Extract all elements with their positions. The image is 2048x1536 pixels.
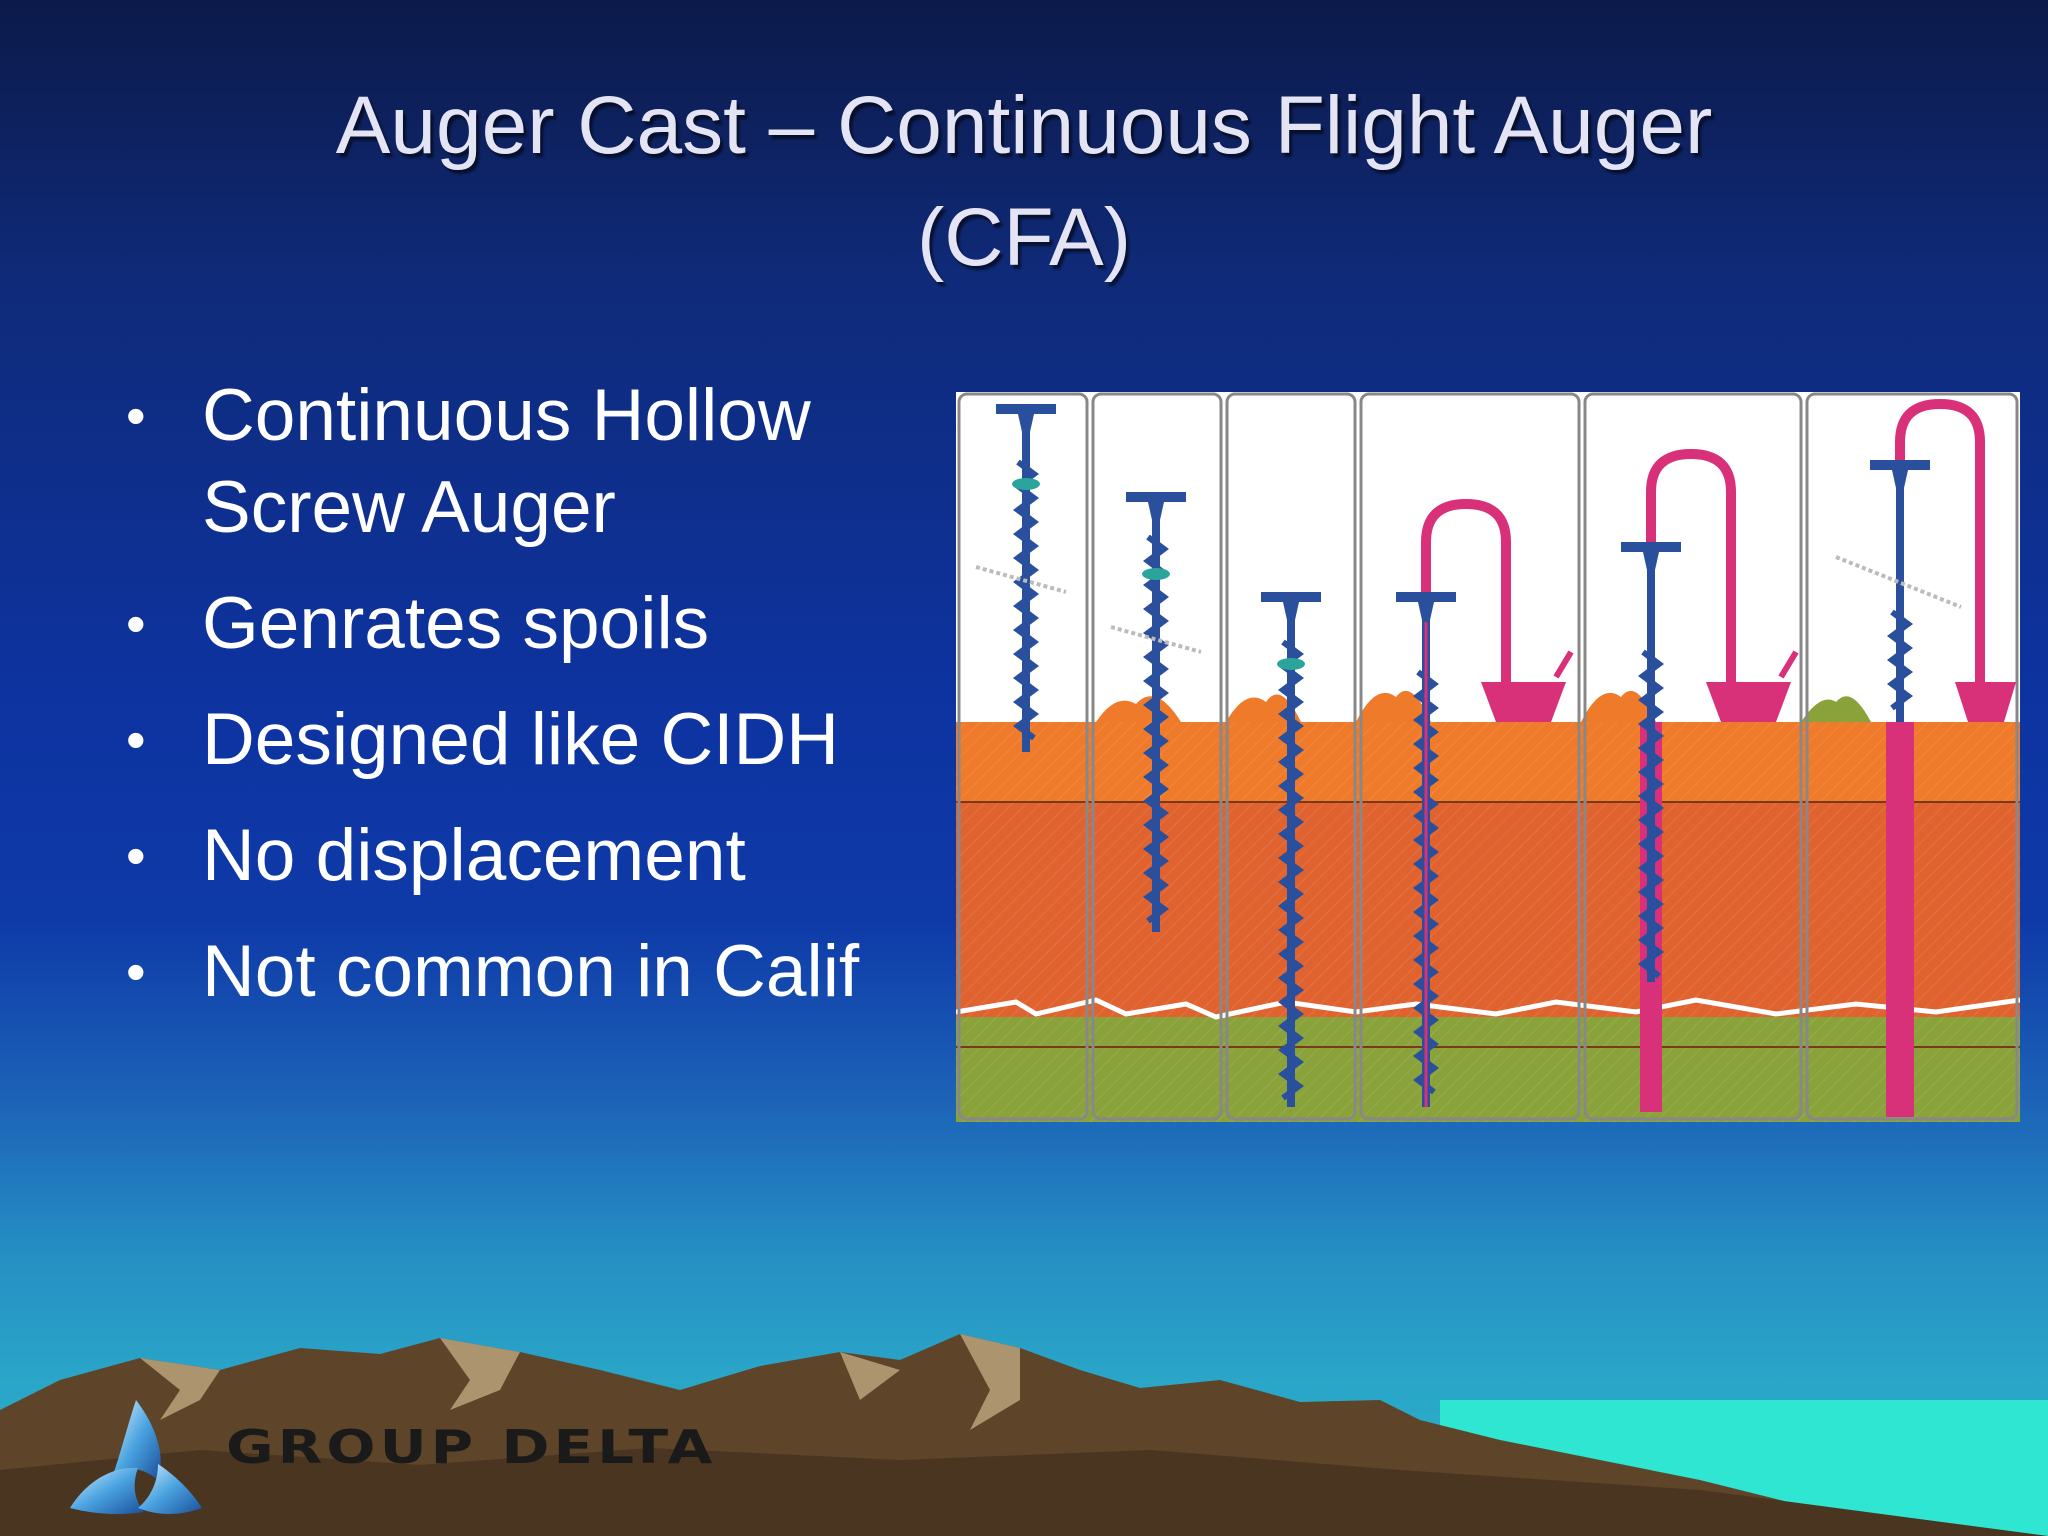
auger-stage-2 (1110, 492, 1202, 932)
bullet-text: Not common in Calif (202, 931, 860, 1012)
landscape-footer (0, 1334, 2048, 1536)
bullet-list: • Continuous Hollow Screw Auger • Genrat… (118, 370, 938, 1042)
slide-title: Auger Cast – Continuous Flight Auger (CF… (0, 70, 2048, 294)
stage-panel-3 (1225, 392, 1357, 1121)
bullet-item: • Continuous Hollow Screw Auger (118, 370, 938, 554)
bullet-dot: • (126, 708, 146, 771)
bullet-item: • Genrates spoils (118, 578, 938, 670)
stage-panel-2 (1091, 392, 1223, 1121)
bullet-text: Genrates spoils (202, 583, 710, 664)
bullet-item: • No displacement (118, 810, 938, 902)
spoil-mound (1581, 690, 1656, 722)
stage-panel-5 (1583, 392, 1803, 1121)
bullet-text: No displacement (202, 815, 746, 896)
auger-stage-5 (1621, 448, 1799, 1112)
cfa-sequence-diagram (956, 392, 2020, 1122)
bullet-dot: • (126, 824, 146, 887)
spoil-mound (1801, 696, 1871, 722)
title-line-2: (CFA) (916, 192, 1132, 283)
bullet-item: • Not common in Calif (118, 926, 938, 1018)
auger-stage-1 (975, 404, 1067, 752)
bullet-text: Designed like CIDH (202, 699, 839, 780)
spoil-mound (1356, 690, 1431, 722)
bullet-dot: • (126, 384, 146, 447)
bullet-dot: • (126, 592, 146, 655)
group-delta-logo-icon (70, 1400, 202, 1515)
title-line-1: Auger Cast – Continuous Flight Auger (335, 80, 1713, 171)
stage-panel-4 (1359, 392, 1581, 1121)
auger-stage-3 (1261, 592, 1321, 1107)
bullet-text-cont: Screw Auger (202, 467, 616, 548)
bullet-dot: • (126, 940, 146, 1003)
auger-stage-6 (1835, 398, 2016, 1117)
bullet-item: • Designed like CIDH (118, 694, 938, 786)
bullet-text: Continuous Hollow (202, 375, 811, 456)
stage-panel-6 (1805, 392, 2019, 1121)
group-delta-logo-text: GROUP DELTA (226, 1420, 717, 1475)
auger-stage-4 (1396, 498, 1574, 1107)
stage-panel-1 (957, 392, 1089, 1121)
